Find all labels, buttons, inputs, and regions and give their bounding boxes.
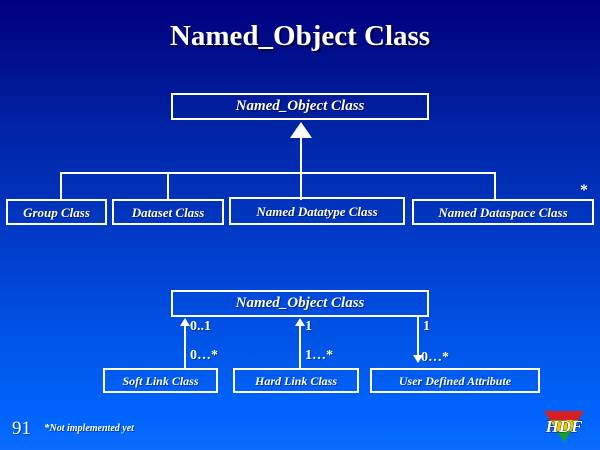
association-line-soft-link	[184, 325, 186, 369]
association-arrow-up-soft-link-icon	[180, 318, 190, 326]
class-box-named-object-bottom[interactable]: Named_Object Class	[171, 290, 429, 317]
not-implemented-marker: *	[580, 182, 588, 199]
inheritance-stem-line	[300, 137, 302, 173]
inheritance-drop-line-2	[167, 172, 169, 200]
association-arrow-up-hard-link-icon	[295, 318, 305, 326]
class-box-named-object-top[interactable]: Named_Object Class	[171, 93, 429, 120]
hdf-logo-icon: HDF	[544, 411, 584, 442]
inheritance-bus-line	[60, 172, 496, 174]
class-box-named-datatype-class[interactable]: Named Datatype Class	[229, 197, 405, 225]
footnote: *Not implemented yet	[44, 423, 134, 434]
multiplicity-user-defined-attribute-child-end: 0…*	[421, 350, 449, 365]
class-box-group-class[interactable]: Group Class	[6, 199, 107, 225]
inheritance-drop-line-3	[300, 172, 302, 200]
page-title: Named_Object Class	[169, 20, 431, 52]
inheritance-drop-line-1	[60, 172, 62, 200]
class-box-soft-link-class[interactable]: Soft Link Class	[103, 368, 218, 393]
class-box-dataset-class[interactable]: Dataset Class	[112, 199, 224, 225]
multiplicity-user-defined-attribute-parent-end: 1	[423, 319, 430, 334]
svg-text:HDF: HDF	[545, 417, 584, 436]
multiplicity-soft-link-child-end: 0…*	[190, 348, 218, 363]
multiplicity-hard-link-parent-end: 1	[305, 319, 312, 334]
multiplicity-soft-link-parent-end: 0..1	[190, 319, 211, 334]
class-box-user-defined-attribute[interactable]: User Defined Attribute	[370, 368, 540, 393]
hdf-logo: HDF	[536, 408, 592, 444]
association-arrow-down-user-defined-attribute-icon	[413, 355, 423, 363]
page-number: 91	[12, 418, 31, 439]
multiplicity-hard-link-child-end: 1…*	[305, 348, 333, 363]
class-box-named-dataspace-class[interactable]: Named Dataspace Class	[412, 199, 594, 225]
footnote-marker: *	[44, 422, 50, 434]
association-line-hard-link	[299, 325, 301, 369]
inheritance-triangle-icon	[290, 122, 312, 138]
footnote-text: Not implemented yet	[49, 423, 134, 434]
association-line-user-defined-attribute	[417, 317, 419, 358]
class-box-hard-link-class[interactable]: Hard Link Class	[233, 368, 359, 393]
inheritance-drop-line-4	[494, 172, 496, 200]
